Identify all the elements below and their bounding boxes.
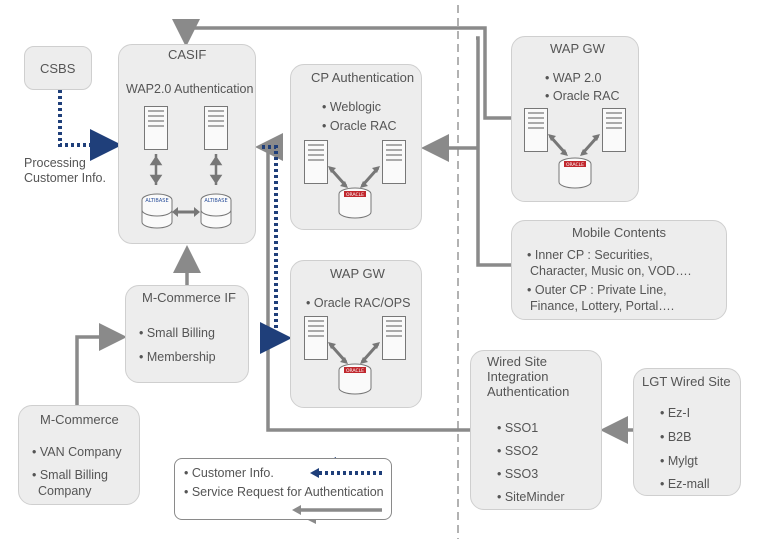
wired-site-item-4: • SiteMinder bbox=[497, 490, 565, 504]
oracle-label: ORACLE bbox=[346, 368, 364, 374]
wired-site-title-2: Integration bbox=[487, 369, 549, 384]
casif-server-right bbox=[204, 106, 228, 150]
processing-line1: Processing bbox=[24, 156, 86, 170]
mcommerce-if-item-2: • Membership bbox=[139, 350, 216, 364]
lgt-wired-item-3: • Mylgt bbox=[660, 454, 698, 468]
casif-db-right: ALTIBASE bbox=[200, 193, 232, 229]
wapmid-oracle-db: ORACLE bbox=[338, 363, 372, 395]
wired-site-item-1: • SSO1 bbox=[497, 421, 539, 435]
cp-auth-title: CP Authentication bbox=[311, 70, 415, 85]
lgt-wired-item-1: • Ez-I bbox=[660, 406, 691, 420]
wired-site-box bbox=[470, 350, 602, 510]
csbs-box bbox=[24, 46, 92, 90]
mobile-contents-box bbox=[511, 220, 727, 320]
lgt-wired-item-2: • B2B bbox=[660, 430, 692, 444]
mcommerce-title: M-Commerce bbox=[40, 412, 119, 427]
mcommerce-item-3: Company bbox=[38, 484, 92, 498]
arrow-mc-to-mcif bbox=[75, 323, 127, 405]
casif-title: CASIF bbox=[168, 47, 207, 62]
oracle-label: ORACLE bbox=[346, 192, 364, 198]
oracle-label: ORACLE bbox=[566, 162, 584, 168]
casif-server-left bbox=[144, 106, 168, 150]
casif-db-left: ALTIBASE bbox=[141, 193, 173, 229]
lgt-wired-title: LGT Wired Site bbox=[642, 374, 731, 389]
wap-gw-top-title: WAP GW bbox=[550, 41, 605, 56]
dotted-csbs-to-casif bbox=[58, 90, 122, 161]
csbs-title: CSBS bbox=[40, 61, 76, 76]
mobile-contents-line-1: • Inner CP : Securities, bbox=[527, 248, 653, 262]
arrow-mobile-to-cp bbox=[476, 36, 511, 267]
casif-box bbox=[118, 44, 256, 244]
wap-gw-top-item-1: • WAP 2.0 bbox=[545, 71, 602, 85]
cp-auth-item-2: • Oracle RAC bbox=[322, 119, 397, 133]
cp-server-left bbox=[304, 140, 328, 184]
altibase-label: ALTIBASE bbox=[204, 198, 227, 204]
waptop-oracle-db: ORACLE bbox=[558, 157, 592, 189]
cp-server-right bbox=[382, 140, 406, 184]
lgt-wired-box bbox=[633, 368, 741, 496]
wired-site-item-3: • SSO3 bbox=[497, 467, 539, 481]
wired-site-item-2: • SSO2 bbox=[497, 444, 539, 458]
mcommerce-if-title: M-Commerce IF bbox=[142, 290, 236, 305]
waptop-server-right bbox=[602, 108, 626, 152]
mcommerce-item-1: • VAN Company bbox=[32, 445, 122, 459]
arrow-wapgw-to-casif bbox=[172, 19, 511, 120]
mobile-contents-line-2: Character, Music on, VOD…. bbox=[530, 264, 692, 278]
altibase-label: ALTIBASE bbox=[145, 198, 168, 204]
cp-auth-item-1: • Weblogic bbox=[322, 100, 382, 114]
wap-gw-mid-title: WAP GW bbox=[330, 266, 385, 281]
mobile-contents-line-3: • Outer CP : Private Line, bbox=[527, 283, 667, 297]
legend-service-request: • Service Request for Authentication bbox=[184, 485, 384, 499]
legend-customer-info: • Customer Info. bbox=[184, 466, 274, 480]
wired-site-title-3: Authentication bbox=[487, 384, 570, 399]
casif-subtitle: WAP2.0 Authentication bbox=[126, 82, 254, 96]
dotted-casif-to-wapgw bbox=[260, 145, 292, 354]
wap-gw-mid-item-1: • Oracle RAC/OPS bbox=[306, 296, 411, 310]
wapmid-server-left bbox=[304, 316, 328, 360]
lgt-wired-item-4: • Ez-mall bbox=[660, 477, 710, 491]
mobile-contents-title: Mobile Contents bbox=[572, 225, 666, 240]
mcommerce-item-2: • Small Billing bbox=[32, 468, 108, 482]
waptop-server-left bbox=[524, 108, 548, 152]
wapmid-server-right bbox=[382, 316, 406, 360]
mcommerce-if-item-1: • Small Billing bbox=[139, 326, 215, 340]
processing-line2: Customer Info. bbox=[24, 171, 106, 185]
wap-gw-top-item-2: • Oracle RAC bbox=[545, 89, 620, 103]
cp-oracle-db: ORACLE bbox=[338, 187, 372, 219]
mcommerce-if-box bbox=[125, 285, 249, 383]
wired-site-title-1: Wired Site bbox=[487, 354, 547, 369]
mobile-contents-line-4: Finance, Lottery, Portal…. bbox=[530, 299, 675, 313]
mcommerce-box bbox=[18, 405, 140, 505]
